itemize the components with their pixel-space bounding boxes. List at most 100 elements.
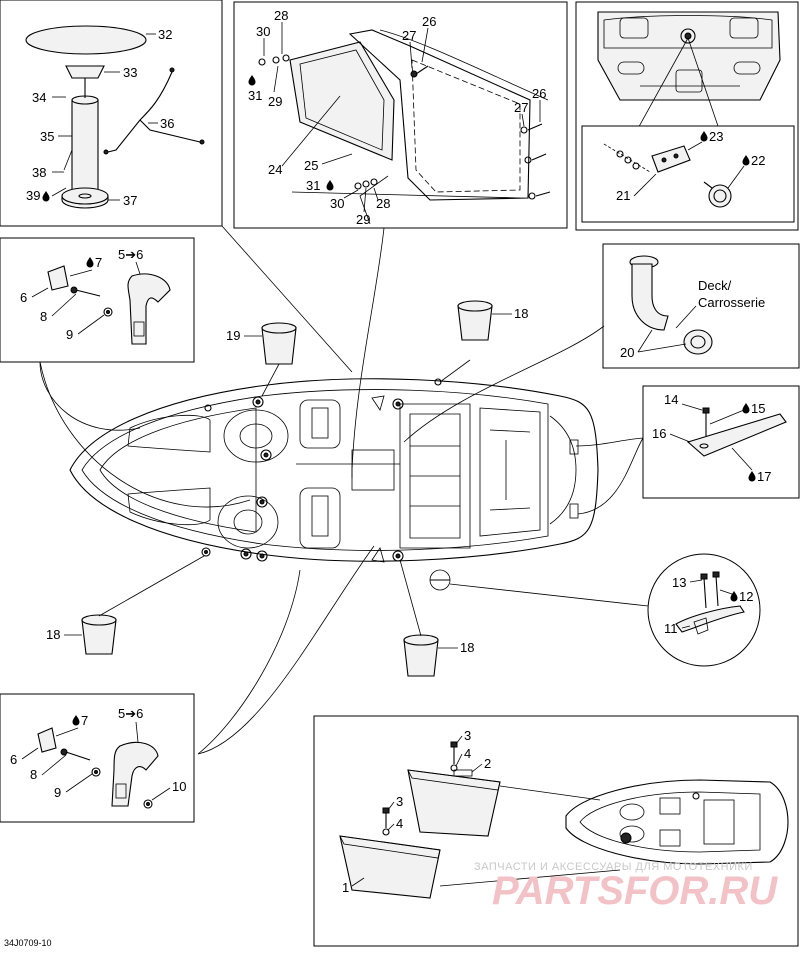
callout-30: 30 [256, 24, 270, 39]
callout-13: 13 [672, 575, 686, 590]
callouts-handle-bottom: 5➔6 7 6 8 9 10 [10, 706, 186, 801]
callout-34: 34 [32, 90, 46, 105]
diagram-code: 34J0709-10 [4, 938, 52, 948]
callout-28: 28 [376, 196, 390, 211]
callout-9: 9 [54, 785, 61, 800]
seat-starboard [299, 487, 341, 549]
callout-20: 20 [620, 345, 634, 360]
cup-holders: 19 18 18 18 [46, 300, 528, 677]
callout-9: 9 [66, 327, 73, 342]
grab-handle [127, 273, 171, 345]
callout-8: 8 [30, 767, 37, 782]
callout-36: 36 [160, 116, 174, 131]
callout-23: 23 [709, 129, 723, 144]
callout-6: 6 [10, 752, 17, 767]
callout-18: 18 [514, 306, 528, 321]
table-post [71, 99, 99, 191]
cup-holder-19: 19 [226, 322, 297, 397]
callout-6: 6 [20, 290, 27, 305]
cleat [675, 605, 745, 633]
windshield-frame [348, 29, 531, 201]
inset-box-cleat-bracket [642, 385, 800, 499]
callout-12: 12 [739, 589, 753, 604]
console-port [223, 409, 289, 463]
cup-holder-18-left: 18 [46, 555, 205, 655]
callout-18: 18 [46, 627, 60, 642]
deck-label: Deck/ [698, 278, 732, 293]
callout-17: 17 [757, 469, 771, 484]
callout-5-6: 5➔6 [118, 247, 143, 262]
deck-fitting [629, 255, 713, 355]
boat-stern-outline [597, 11, 781, 101]
callout-25: 25 [304, 158, 318, 173]
inset-box-storage-bins [313, 715, 799, 947]
inset-box-grab-handle-top [0, 237, 195, 363]
watermark: ЗАПЧАСТИ И АКСЕССУАРЫ ДЛЯ МОТОТЕХНИКИ PA… [474, 861, 778, 913]
seat-port [299, 399, 341, 449]
callout-15: 15 [751, 401, 765, 416]
callout-31: 31 [248, 88, 262, 103]
cleat-bracket [686, 407, 787, 457]
callout-16: 16 [652, 426, 666, 441]
cup-holder-18-top: 18 [457, 300, 528, 341]
callouts-bins: 3 4 2 3 4 1 [342, 728, 491, 895]
watermark-tagline: ЗАПЧАСТИ И АКСЕССУАРЫ ДЛЯ МОТОТЕХНИКИ [474, 861, 753, 873]
callout-1: 1 [342, 880, 349, 895]
callout-3: 3 [396, 794, 403, 809]
callout-7: 7 [81, 713, 88, 728]
cleat-detail-circle [647, 553, 761, 667]
callout-27: 27 [514, 100, 528, 115]
inset-box-grab-handle-bottom [0, 693, 195, 823]
windshield-assembly [258, 29, 551, 225]
callout-14: 14 [664, 392, 678, 407]
callouts-deck: Deck/ Carrosserie 20 [620, 278, 765, 360]
grab-handle [111, 741, 159, 807]
fitting-nut [683, 329, 713, 355]
leader-lines [39, 225, 649, 755]
callout-30: 30 [330, 196, 344, 211]
table-assembly [25, 25, 205, 209]
callout-37: 37 [123, 193, 137, 208]
callout-26: 26 [422, 14, 436, 29]
callout-5-6: 5➔6 [118, 706, 143, 721]
callout-4: 4 [396, 816, 403, 831]
callout-3: 3 [464, 728, 471, 743]
cup-holder-18-bottom: 18 [399, 559, 474, 677]
grab-handle-top [47, 265, 171, 345]
grab-handle-bottom [37, 727, 159, 809]
boat-small-outline [565, 779, 789, 865]
callouts-table: 32 33 34 35 36 37 38 39 [26, 27, 174, 208]
callouts-rear: 23 22 21 [616, 129, 765, 203]
callout-18: 18 [460, 640, 474, 655]
handle-cap [37, 727, 57, 753]
callout-7: 7 [95, 255, 102, 270]
rear-deck-view [581, 11, 795, 223]
callout-29: 29 [356, 212, 370, 227]
callout-29: 29 [268, 94, 282, 109]
rear-hinge-plate [651, 145, 691, 173]
callout-2: 2 [484, 756, 491, 771]
rear-bench [399, 403, 471, 549]
callout-32: 32 [158, 27, 172, 42]
cleat-detail: 13 12 11 [647, 553, 761, 667]
callout-27: 27 [402, 28, 416, 43]
fitting-elbow [631, 263, 669, 331]
callout-4: 4 [464, 746, 471, 761]
callout-10: 10 [172, 779, 186, 794]
hull-outline [69, 378, 599, 562]
table-base-upper [65, 65, 105, 79]
callout-38: 38 [32, 165, 46, 180]
callout-35: 35 [40, 129, 54, 144]
bracket-plate [686, 413, 787, 457]
callout-28: 28 [274, 8, 288, 23]
callout-31: 31 [306, 178, 320, 193]
callout-26: 26 [532, 86, 546, 101]
rear-detail-box [581, 125, 795, 223]
callouts-windshield: 28 30 31 29 26 27 26 27 24 25 31 30 29 2… [248, 8, 546, 227]
callouts-bracket: 14 15 16 17 [652, 392, 771, 484]
handle-cap [47, 265, 69, 291]
callout-24: 24 [268, 162, 282, 177]
console-starboard [217, 495, 279, 549]
